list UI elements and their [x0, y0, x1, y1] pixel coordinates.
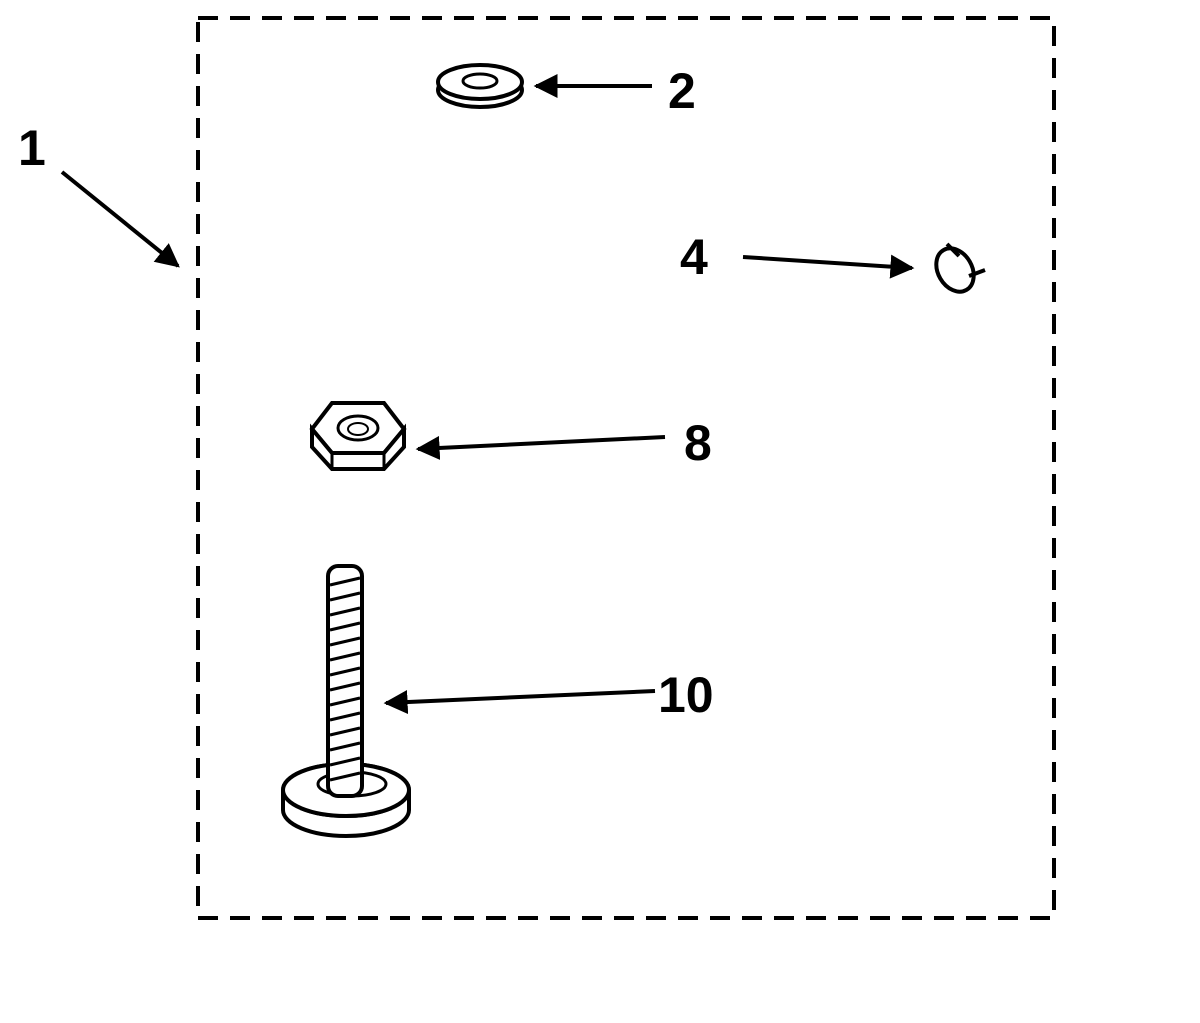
callout-10-leader: [383, 689, 656, 715]
callout-1-label: 1: [18, 120, 46, 176]
callout-4-leader: [742, 254, 915, 279]
kit-boundary: [196, 16, 1056, 920]
callout-10-label: 10: [658, 667, 714, 723]
hex-nut-icon: [309, 401, 407, 471]
callout-8-leader: [415, 435, 666, 460]
retaining-clip-icon: [934, 242, 986, 294]
flange-screw-icon: [281, 564, 411, 838]
callout-8-label: 8: [684, 415, 712, 471]
callout-4-label: 4: [680, 229, 708, 285]
callout-1-leader: [60, 170, 180, 268]
callout-2-label: 2: [668, 63, 696, 119]
flat-washer-icon: [436, 63, 524, 109]
